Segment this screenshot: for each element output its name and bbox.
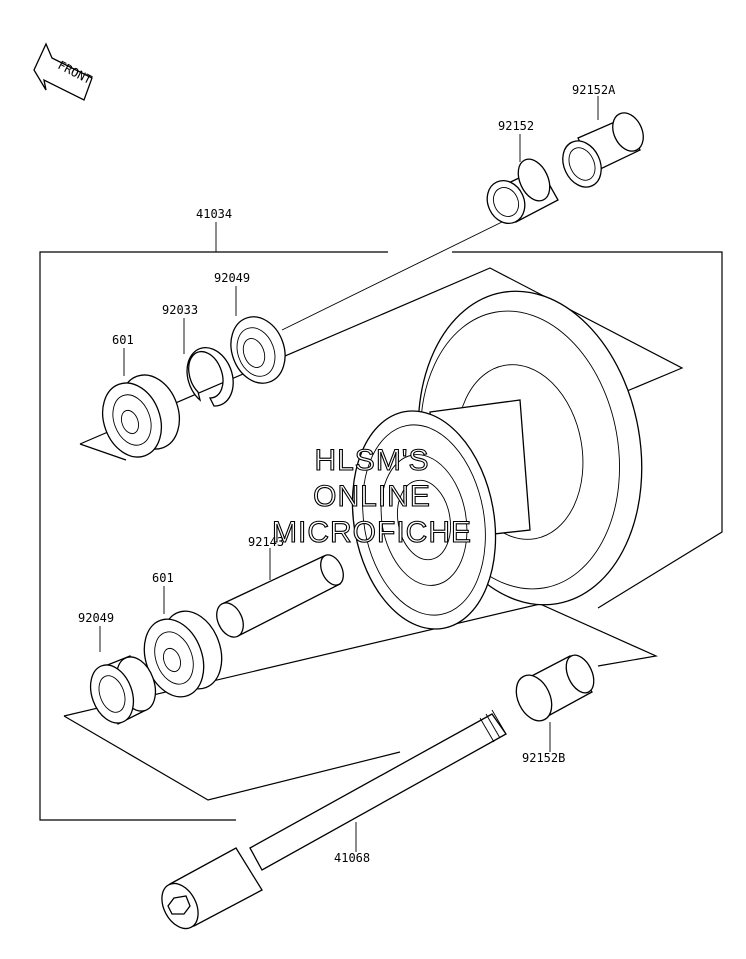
spacer-92143 [216,554,344,638]
part-label: 92152 [498,119,534,133]
part-label: 41034 [196,207,232,221]
axle-41068 [161,709,507,930]
part-label: 601 [112,333,134,347]
collar-92152a [562,112,644,188]
watermark-line-2: ONLINE [313,480,431,513]
front-arrow-icon: FRONT [33,42,94,101]
bearing-601-lower [143,610,223,698]
collar-92152b [515,654,595,722]
part-label: 92143 [248,535,284,549]
part-label: 92033 [162,303,198,317]
part-label: 92152A [572,83,616,97]
wheel-hub [351,290,643,630]
part-label: 41068 [334,851,370,865]
part-label: 601 [152,571,174,585]
part-label: 92152B [522,751,565,765]
part-label: 92049 [214,271,250,285]
oil-seal-92049-lower [89,655,157,725]
part-label: 92049 [78,611,114,625]
oil-seal-92049-upper [230,316,286,384]
bearing-601-upper [102,374,180,458]
circlip-92033 [186,347,234,407]
watermark-line-1: HLSM'S [314,444,429,477]
part-labels: 92152A 92152 41034 92049 92033 601 92143… [78,83,616,865]
watermark: HLSM'S ONLINE MICROFICHE [271,443,472,549]
leader-lines [99,96,599,852]
collar-92152 [486,158,559,224]
watermark-line-3: MICROFICHE [272,516,472,549]
